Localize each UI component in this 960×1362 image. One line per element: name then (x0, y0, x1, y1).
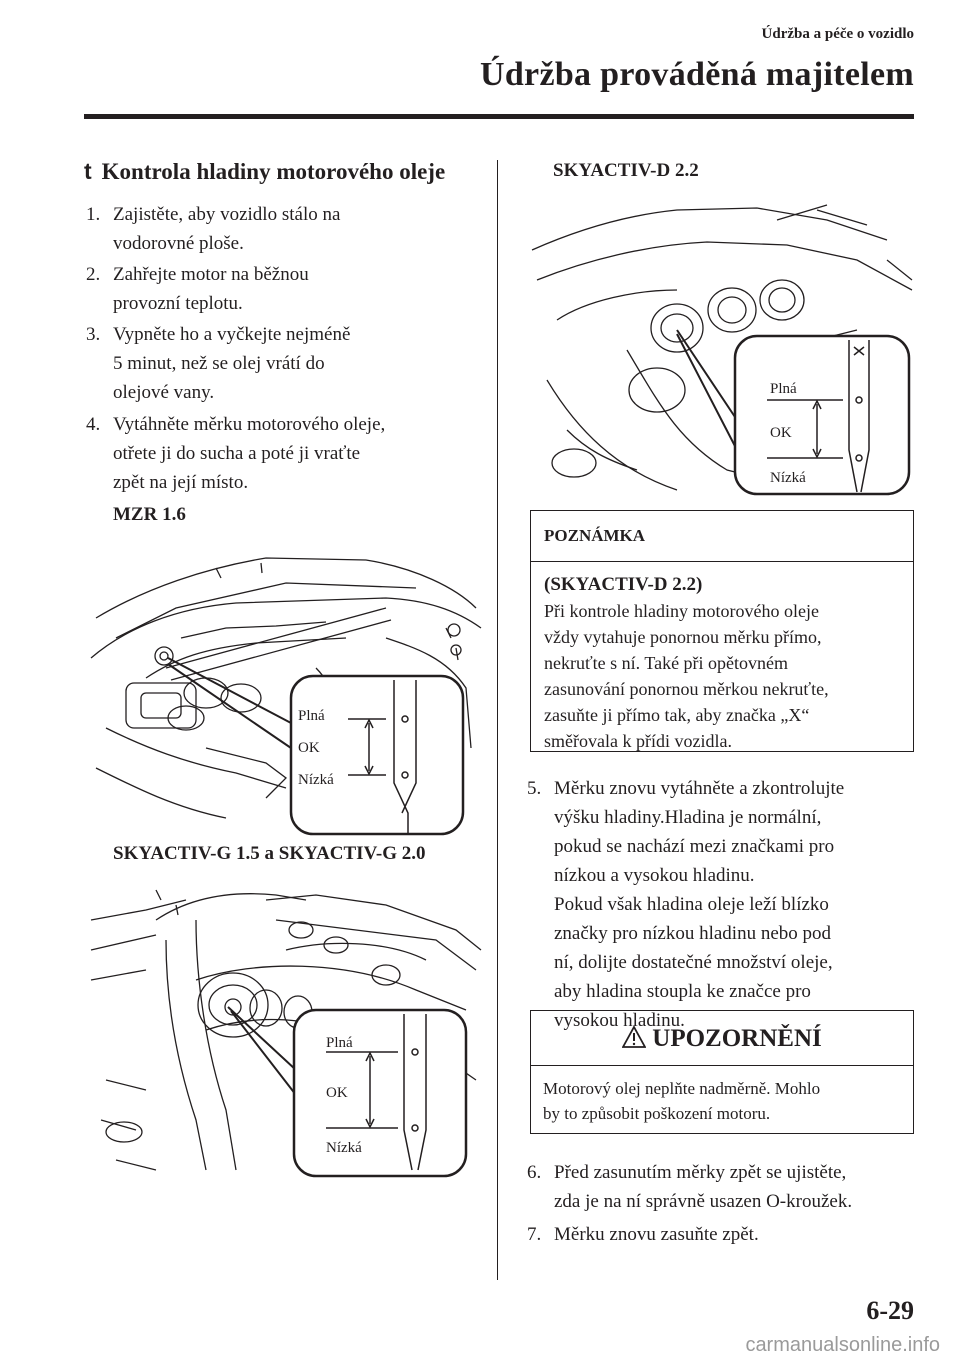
page-number: 6-29 (866, 1296, 914, 1325)
step-line: vodorovné ploše. (113, 233, 244, 254)
step-number: 3. (86, 324, 101, 345)
note-heading: POZNÁMKA (531, 511, 913, 562)
step-line: Před zasunutím měrky zpět se ujistěte, (554, 1162, 847, 1183)
level-label-low: Nízká (326, 1140, 362, 1156)
engine-illustration-skyactiv-g: Plná OK Nízká (86, 880, 486, 1180)
note-line: zasuňte ji přímo tak, aby značka „X“ (544, 705, 810, 725)
step-number: 4. (86, 414, 101, 435)
step-line: pokud se nachází mezi značkami pro (554, 836, 835, 857)
step-line: vysokou hladinu. (554, 1010, 685, 1031)
step-line: provozní teplotu. (113, 293, 243, 314)
note-subheading: (SKYACTIV-D 2.2) (544, 574, 703, 595)
warning-heading: UPOZORNĚNÍ (531, 1011, 913, 1066)
step-line: Zajistěte, aby vozidlo stálo na (113, 204, 341, 225)
warning-line: by to způsobit poškození motoru. (543, 1104, 771, 1123)
step-line: ní, dolijte dostatečné množství oleje, (554, 952, 833, 973)
warning-line: Motorový olej neplňte nadměrně. Mohlo (543, 1079, 821, 1098)
header-rule (84, 114, 914, 119)
step-line: Zahřejte motor na běžnou (113, 264, 309, 285)
note-line: směřovala k přídi vozidla. (544, 731, 732, 751)
step-line: 5 minut, než se olej vrátí do (113, 353, 325, 374)
figure-caption-skyactiv-g: SKYACTIV-G 1.5 a SKYACTIV-G 2.0 (113, 843, 426, 864)
step-number: 2. (86, 264, 101, 285)
section-bullet: t (84, 158, 92, 184)
page-title: t Kontrola hladiny motorového oleje (84, 158, 445, 185)
engine-illustration-mzr: Plná OK Nízká (86, 548, 486, 838)
level-label-low: Nízká (298, 772, 334, 788)
step-2: 2. Zahřejte motor na běžnou provozní tepl… (86, 260, 486, 318)
step-3: 3. Vypněte ho a vyčkejte nejméně 5 minut,… (86, 320, 486, 407)
level-label-full: Plná (326, 1035, 353, 1051)
level-label-ok: OK (770, 425, 792, 441)
figure-caption-mzr: MZR 1.6 (113, 504, 186, 525)
step-line: Měrku znovu vytáhněte a zkontrolujte (554, 778, 845, 799)
level-label-ok: OK (326, 1085, 348, 1101)
engine-illustration-skyactiv-d: Plná OK Nízká (527, 200, 915, 498)
note-line: vždy vytahuje ponornou měrku přímo, (544, 627, 822, 647)
column-divider (497, 160, 498, 1280)
note-line: Při kontrole hladiny motorového oleje (544, 601, 819, 621)
step-line: Pokud však hladina oleje leží blízko (554, 894, 829, 915)
step-line: zpět na její místo. (113, 472, 249, 493)
level-label-full: Plná (298, 708, 325, 724)
level-label-full: Plná (770, 381, 797, 397)
step-number: 7. (527, 1224, 542, 1245)
step-number: 6. (527, 1162, 542, 1183)
step-line: olejové vany. (113, 382, 215, 403)
step-line: Vypněte ho a vyčkejte nejméně (113, 324, 351, 345)
watermark: carmanualsonline.info (745, 1334, 940, 1356)
step-7: 7. Měrku znovu zasuňte zpět. (527, 1220, 927, 1249)
figure-caption-skyactiv-d: SKYACTIV-D 2.2 (553, 160, 699, 181)
step-line: otřete ji do sucha a poté ji vraťte (113, 443, 361, 464)
step-5: 5. Měrku znovu vytáhněte a zkontrolujte … (527, 774, 922, 1035)
warning-box: UPOZORNĚNÍ Motorový olej neplňte nadměrn… (530, 1010, 914, 1134)
warning-triangle-icon (621, 1025, 647, 1048)
step-number: 5. (527, 778, 542, 799)
step-line: výšku hladiny.Hladina je normální, (554, 807, 822, 828)
step-line: značky pro nízkou hladinu nebo pod (554, 923, 832, 944)
note-box: POZNÁMKA (SKYACTIV-D 2.2) Při kontrole h… (530, 510, 914, 752)
step-6: 6. Před zasunutím měrky zpět se ujistěte… (527, 1158, 927, 1216)
level-label-ok: OK (298, 740, 320, 756)
step-line: nízkou a vysokou hladinu. (554, 865, 755, 886)
section-title-text: Kontrola hladiny motorového oleje (101, 159, 446, 184)
step-line: zda je na ní správně usazen O-kroužek. (554, 1191, 853, 1212)
note-line: zasunování ponornou měrkou nekruťte, (544, 679, 829, 699)
warning-title: UPOZORNĚNÍ (652, 1025, 822, 1052)
note-line: nekruťte s ní. Také při opětovném (544, 653, 789, 673)
section-header: Údržba prováděná majitelem (479, 56, 914, 93)
step-number: 1. (86, 204, 101, 225)
step-line: Měrku znovu zasuňte zpět. (554, 1224, 759, 1245)
step-4: 4. Vytáhněte měrku motorového oleje, otře… (86, 410, 486, 497)
level-label-low: Nízká (770, 470, 806, 486)
chapter-title: Údržba a péče o vozidlo (761, 26, 914, 42)
step-line: aby hladina stoupla ke značce pro (554, 981, 811, 1002)
step-line: Vytáhněte měrku motorového oleje, (113, 414, 386, 435)
step-1: 1. Zajistěte, aby vozidlo stálo na vodoro… (86, 200, 486, 258)
